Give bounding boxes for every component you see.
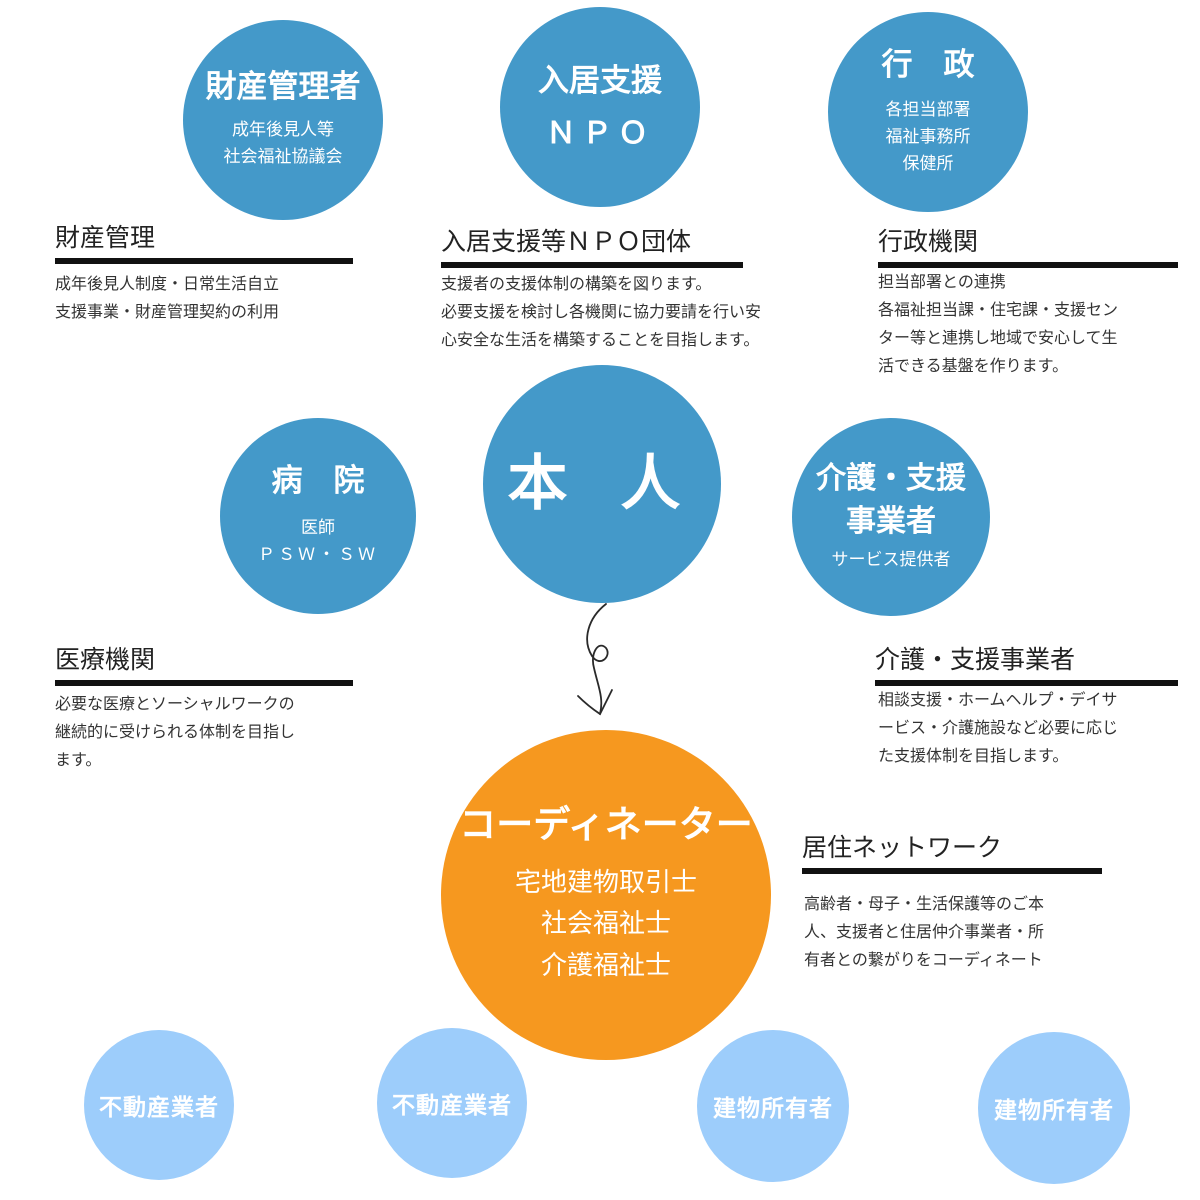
kaigo-circle-sub: サービス提供者 bbox=[831, 549, 951, 570]
coordinator-circle: コーディネーター 宅地建物取引士 社会福祉士 介護福祉士 bbox=[441, 730, 771, 1060]
honnin-circle: 本 人 bbox=[483, 365, 721, 603]
iryo-desc-line-2: 継続的に受けられる体制を目指し bbox=[55, 722, 296, 741]
zaisan-circle: 財産管理者 成年後見人等 社会福祉協議会 bbox=[183, 20, 383, 220]
byoin-circle: 病 院 医師 ＰＳＷ・ＳＷ bbox=[220, 418, 416, 614]
zaisan-circle-title: 財産管理者 bbox=[205, 69, 361, 106]
gyosei-circle-sub-3: 保健所 bbox=[902, 153, 954, 174]
coordinator-circle-sub-3: 介護福祉士 bbox=[540, 950, 671, 981]
iryo-desc-line-3: ます。 bbox=[55, 750, 102, 769]
network-desc: 高齢者・母子・生活保護等のご本 人、支援者と住居仲介事業者・所 有者との繋がりを… bbox=[804, 890, 1044, 974]
bottom-circle-4: 建物所有者 bbox=[978, 1032, 1130, 1184]
byoin-circle-sub-1: 医師 bbox=[301, 518, 335, 539]
byoin-circle-title: 病 院 bbox=[271, 463, 365, 500]
gyosei-desc-line-1: 担当部署との連携 bbox=[878, 272, 1006, 291]
kaigo-circle-title-1: 介護・支援 bbox=[816, 460, 966, 496]
gyosei-circle-sub-1: 各担当部署 bbox=[885, 99, 971, 120]
kaigo-circle-title-2: 事業者 bbox=[846, 504, 936, 540]
network-desc-line-2: 人、支援者と住居仲介事業者・所 bbox=[804, 922, 1045, 941]
kaigo-desc-line-1: 相談支援・ホームヘルプ・デイサ bbox=[878, 690, 1118, 709]
bottom-circle-3: 建物所有者 bbox=[697, 1030, 849, 1182]
iryo-desc-line-1: 必要な医療とソーシャルワークの bbox=[55, 694, 295, 713]
npo-circle-title-2: ＮＰＯ bbox=[546, 115, 654, 151]
network-desc-line-3: 有者との繋がりをコーディネート bbox=[804, 950, 1043, 969]
gyosei-heading: 行政機関 bbox=[878, 222, 1178, 268]
network-desc-line-1: 高齢者・母子・生活保護等のご本 bbox=[804, 894, 1045, 913]
gyosei-desc-line-2: 各福祉担当課・住宅課・支援セン bbox=[878, 300, 1119, 319]
iryo-desc: 必要な医療とソーシャルワークの 継続的に受けられる体制を目指し ます。 bbox=[55, 690, 295, 774]
bottom-circle-4-label: 建物所有者 bbox=[994, 1098, 1114, 1124]
npo-desc-line-1: 支援者の支援体制の構築を図ります。 bbox=[441, 274, 712, 293]
kaigo-desc: 相談支援・ホームヘルプ・デイサ ービス・介護施設など必要に応じ た支援体制を目指… bbox=[878, 686, 1118, 770]
gyosei-circle: 行 政 各担当部署 福祉事務所 保健所 bbox=[828, 12, 1028, 212]
zaisan-desc-line-1: 成年後見人制度・日常生活自立 bbox=[55, 274, 280, 293]
coordinator-circle-sub-2: 社会福祉士 bbox=[540, 909, 671, 940]
network-heading: 居住ネットワーク bbox=[802, 828, 1102, 874]
zaisan-circle-sub-2: 社会福祉協議会 bbox=[223, 147, 343, 168]
bottom-circle-1-label: 不動産業者 bbox=[99, 1095, 219, 1121]
bottom-circle-2: 不動産業者 bbox=[377, 1028, 527, 1178]
kaigo-desc-line-2: ービス・介護施設など必要に応じ bbox=[878, 718, 1119, 737]
bottom-circle-3-label: 建物所有者 bbox=[713, 1096, 833, 1122]
npo-circle-title-1: 入居支援 bbox=[538, 62, 662, 99]
gyosei-desc-line-4: 活できる基盤を作ります。 bbox=[878, 356, 1069, 375]
zaisan-circle-sub-1: 成年後見人等 bbox=[232, 120, 334, 141]
npo-circle: 入居支援 ＮＰＯ bbox=[500, 7, 700, 207]
zaisan-desc-line-2: 支援事業・財産管理契約の利用 bbox=[55, 302, 280, 321]
npo-desc: 支援者の支援体制の構築を図ります。 必要支援を検討し各機関に協力要請を行い安 心… bbox=[441, 270, 761, 354]
npo-heading: 入居支援等ＮＰＯ団体 bbox=[441, 222, 743, 268]
kaigo-heading: 介護・支援事業者 bbox=[875, 640, 1178, 686]
iryo-heading: 医療機関 bbox=[55, 640, 353, 686]
gyosei-circle-title: 行 政 bbox=[881, 46, 975, 83]
gyosei-desc-line-3: ター等と連携し地域で安心して生 bbox=[878, 328, 1118, 347]
npo-desc-line-3: 心安全な生活を構築することを目指します。 bbox=[441, 330, 760, 349]
kaigo-circle: 介護・支援 事業者 サービス提供者 bbox=[792, 418, 990, 616]
down-arrow-icon bbox=[577, 603, 613, 716]
gyosei-circle-sub-2: 福祉事務所 bbox=[885, 126, 971, 147]
coordinator-circle-sub-1: 宅地建物取引士 bbox=[514, 867, 697, 898]
zaisan-heading: 財産管理 bbox=[55, 218, 353, 264]
bottom-circle-2-label: 不動産業者 bbox=[392, 1093, 512, 1119]
coordinator-circle-title: コーディネーター bbox=[459, 803, 753, 847]
honnin-circle-title: 本 人 bbox=[507, 448, 697, 519]
kaigo-desc-line-3: た支援体制を目指します。 bbox=[878, 746, 1069, 765]
bottom-circle-1: 不動産業者 bbox=[84, 1030, 234, 1180]
byoin-circle-sub-2: ＰＳＷ・ＳＷ bbox=[258, 545, 378, 566]
zaisan-desc: 成年後見人制度・日常生活自立 支援事業・財産管理契約の利用 bbox=[55, 270, 279, 326]
gyosei-desc: 担当部署との連携 各福祉担当課・住宅課・支援セン ター等と連携し地域で安心して生… bbox=[878, 268, 1118, 380]
npo-desc-line-2: 必要支援を検討し各機関に協力要請を行い安 bbox=[441, 302, 762, 321]
